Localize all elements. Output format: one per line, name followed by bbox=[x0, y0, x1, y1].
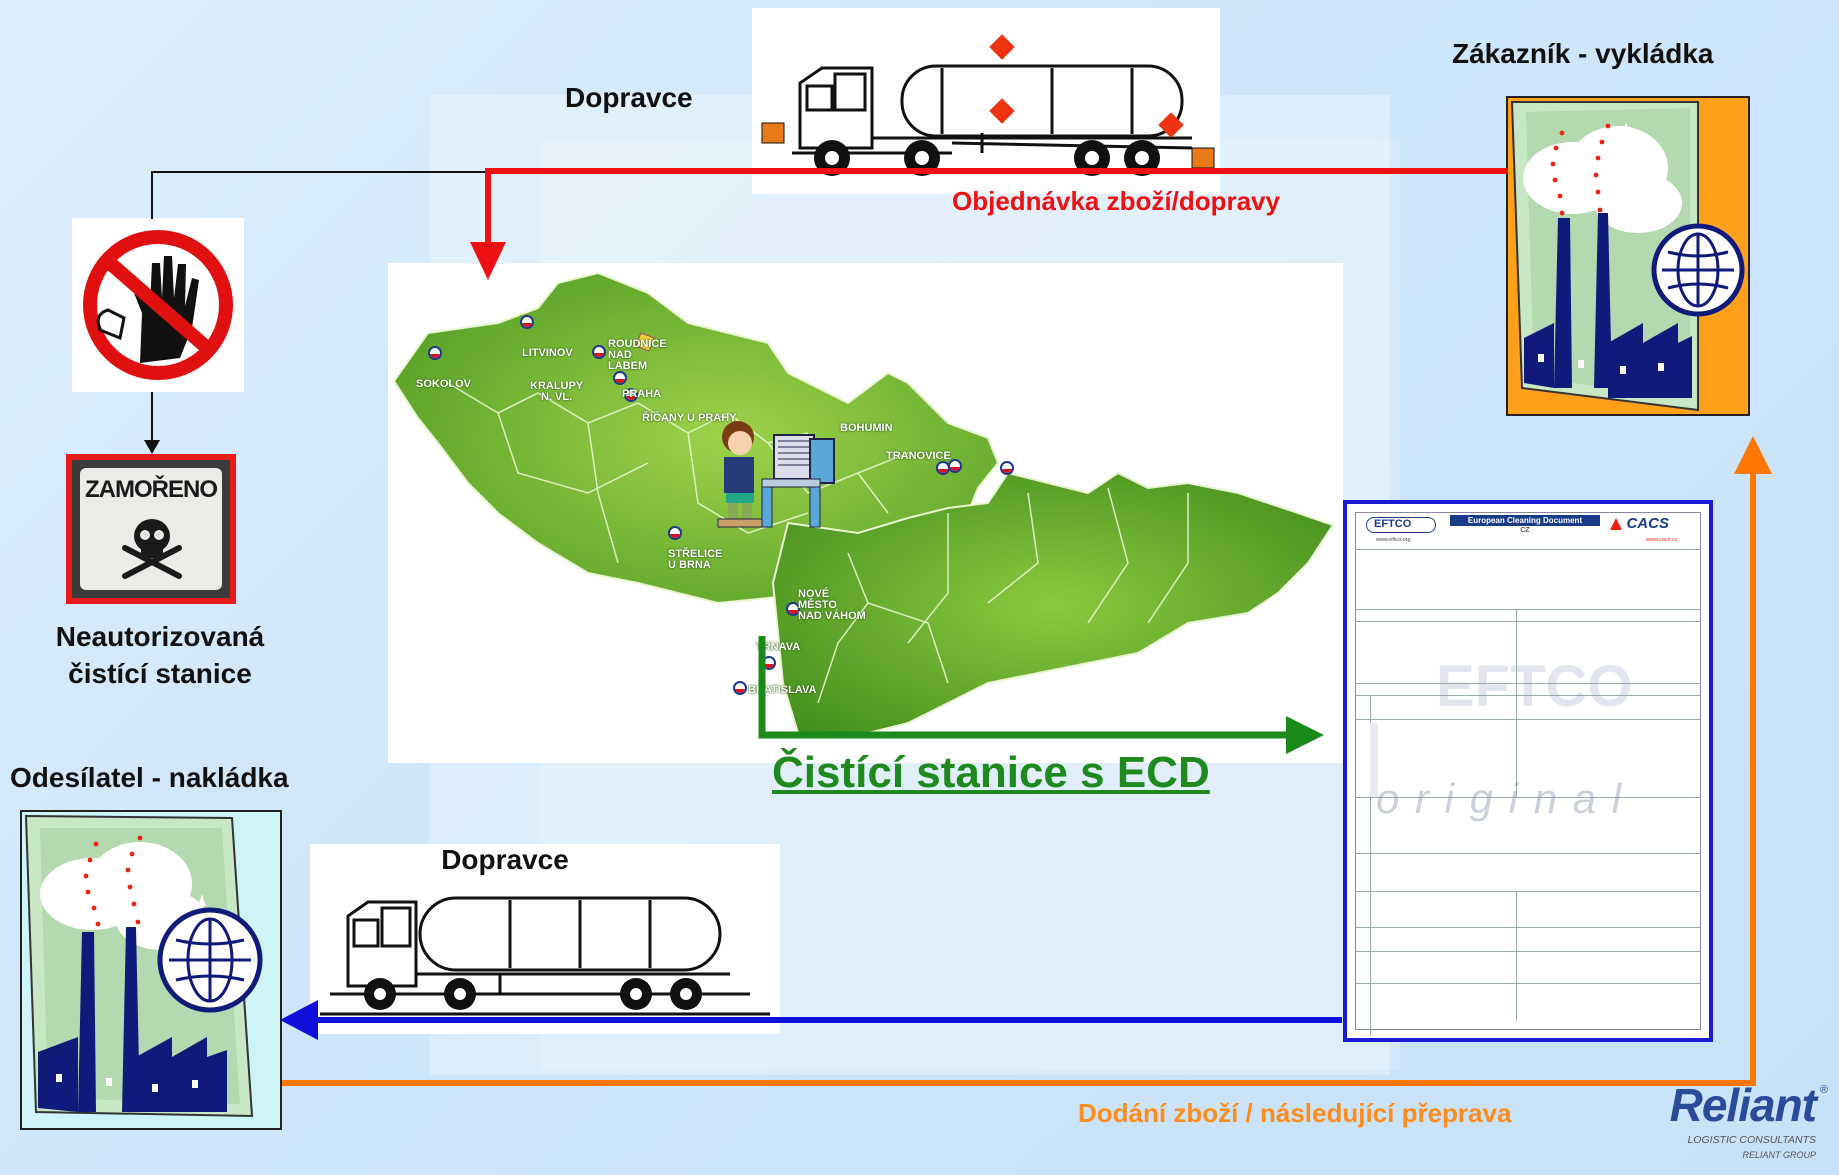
city-strelice-line2: U BRNA bbox=[668, 559, 711, 571]
map-panel: LITVINOV ROUDNICE NAD LABEM SOKOLOV KRAL… bbox=[388, 263, 1343, 763]
city-litvinov: LITVINOV bbox=[522, 347, 573, 359]
customer-unloading-label: Zákazník - vykládka bbox=[1452, 38, 1714, 69]
city-nove-mesto: NOVÉ MĚSTO NAD VÁHOM bbox=[798, 589, 866, 622]
reliant-registered: ® bbox=[1819, 1084, 1828, 1096]
operator-at-computer-icon bbox=[717, 421, 835, 528]
ecd-arrowhead bbox=[1286, 716, 1324, 754]
unauthorized-line1: Neautorizovaná bbox=[55, 621, 265, 652]
city-bohumin: BOHUMIN bbox=[840, 422, 893, 434]
unauthorized-line2: čistící stanice bbox=[68, 658, 252, 689]
city-strelice-line1: STŘELICE bbox=[668, 548, 723, 560]
city-ricany: ŘÍČANY U PRAHY bbox=[642, 412, 737, 424]
delivery-arrow-line bbox=[282, 470, 1756, 1086]
city-sokolov: SOKOLOV bbox=[416, 378, 472, 390]
sender-factory bbox=[20, 810, 282, 1130]
customer-factory bbox=[1506, 96, 1750, 416]
reliant-name: Reliant bbox=[1669, 1079, 1817, 1131]
city-praha: PRAHA bbox=[622, 388, 662, 400]
order-arrow-line bbox=[485, 168, 1508, 245]
city-roudnice-line1: ROUDNICE bbox=[608, 338, 667, 350]
reliant-logo: Reliant ® LOGISTIC CONSULTANTS RELIANT G… bbox=[1660, 1078, 1830, 1172]
city-strelice: STŘELICE U BRNA bbox=[668, 549, 722, 571]
reliant-sub2: RELIANT GROUP bbox=[1742, 1150, 1816, 1160]
return-arrowhead bbox=[280, 1000, 318, 1040]
city-roudnice-line2: NAD bbox=[608, 349, 632, 361]
city-pin bbox=[428, 346, 442, 360]
carrier-bottom-label: Dopravce bbox=[441, 844, 569, 875]
city-nove-mesto-line3: NAD VÁHOM bbox=[798, 610, 866, 622]
city-kralupy: KRALUPY N. VL. bbox=[530, 381, 583, 403]
doc-original-text: o r i g i n a l bbox=[1376, 775, 1624, 822]
city-pin bbox=[1000, 461, 1014, 475]
city-pin bbox=[733, 681, 747, 695]
cz-sk-map bbox=[392, 271, 1335, 740]
tanker-truck-icon bbox=[761, 34, 1215, 176]
no-entry-hand-icon bbox=[83, 230, 233, 380]
doc-header-title: European Cleaning Document bbox=[1450, 515, 1600, 526]
city-tranovice: TRANOVICE bbox=[886, 450, 951, 462]
city-nove-mesto-line1: NOVÉ bbox=[798, 588, 830, 600]
factory-icon bbox=[1510, 101, 1745, 412]
doc-watermark: EFTCO bbox=[1436, 654, 1633, 719]
city-pin bbox=[624, 388, 638, 402]
contaminated-sign: ZAMOŘENO bbox=[66, 454, 236, 604]
factory-icon bbox=[24, 814, 263, 1118]
doc-header-country: CZ bbox=[1520, 527, 1530, 534]
city-kralupy-line2: N. VL. bbox=[541, 391, 573, 403]
city-pin bbox=[786, 602, 800, 616]
eftco-logo: EFTCO bbox=[1360, 515, 1440, 535]
ecd-arrow-line bbox=[758, 636, 1290, 739]
order-text: Objednávka zboží/dopravy bbox=[952, 186, 1280, 216]
city-roudnice: ROUDNICE NAD LABEM bbox=[608, 339, 667, 372]
cacs-logo: CACS bbox=[1610, 515, 1669, 533]
city-roudnice-line3: LABEM bbox=[608, 360, 648, 372]
ecd-document[interactable]: EFTCO www.eftco.org European Cleaning Do… bbox=[1343, 500, 1713, 1042]
tanker-truck-bottom: Dopravce bbox=[310, 844, 780, 1034]
city-pin bbox=[668, 526, 682, 540]
reliant-sub1: LOGISTIC CONSULTANTS bbox=[1687, 1134, 1816, 1146]
city-pin bbox=[520, 315, 534, 329]
delivery-text: Dodání zboží / následující přeprava bbox=[1078, 1098, 1512, 1128]
zamoreno-text: ZAMOŘENO bbox=[85, 476, 218, 503]
tanker-truck-icon bbox=[320, 896, 770, 1016]
unauthorized-station-label: Neautorizovaná čistící stanice bbox=[20, 618, 300, 692]
order-arrowhead bbox=[470, 242, 506, 280]
stop-sign bbox=[72, 218, 244, 392]
sender-loading-label: Odesílatel - nakládka bbox=[10, 762, 289, 793]
black-connector-top bbox=[151, 171, 488, 219]
city-pin bbox=[613, 371, 627, 385]
carrier-top-label: Dopravce bbox=[565, 82, 693, 113]
city-trnava: TRNAVA bbox=[756, 641, 801, 653]
eftco-url: www.eftco.org bbox=[1376, 537, 1411, 543]
city-nove-mesto-line2: MĚSTO bbox=[798, 599, 837, 611]
city-pin bbox=[592, 345, 606, 359]
black-arrowhead bbox=[144, 440, 160, 454]
cacs-url: www.cacs.cz bbox=[1646, 537, 1678, 543]
skull-icon bbox=[122, 519, 182, 579]
tanker-truck-top bbox=[752, 8, 1220, 194]
delivery-arrowhead bbox=[1734, 436, 1772, 474]
city-bratislava: BRATISLAVA bbox=[748, 684, 817, 696]
city-pin bbox=[948, 459, 962, 473]
ecd-title: Čistící stanice s ECD bbox=[772, 748, 1210, 797]
city-kralupy-line1: KRALUPY bbox=[530, 380, 584, 392]
